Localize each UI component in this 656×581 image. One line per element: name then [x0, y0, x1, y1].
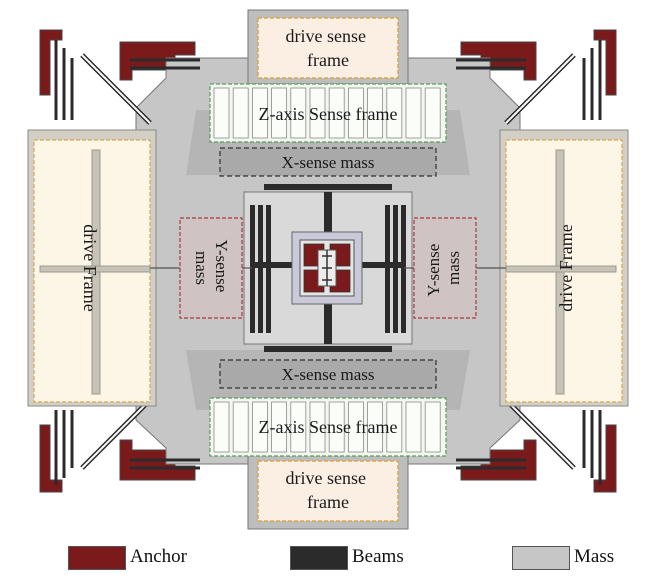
comb-finger: [347, 401, 364, 453]
drive-sense-frame-top: [257, 17, 399, 79]
legend-swatch-mass: [512, 546, 570, 570]
legend-label-mass: Mass: [574, 546, 615, 567]
comb-finger: [290, 87, 307, 139]
corner-beams: [54, 40, 602, 485]
legend-swatch-anchor: [68, 546, 126, 570]
comb-finger: [251, 87, 268, 139]
x-sense-mass-top: [219, 147, 437, 177]
y-sense-right-label: Y-sense mass: [424, 239, 463, 296]
comb-finger: [424, 401, 441, 453]
comb-finger: [251, 401, 268, 453]
y-sense-left-label: Y-sense mass: [192, 239, 231, 296]
drive-frame-left-label: drive Frame: [80, 224, 100, 311]
comb-finger: [424, 87, 441, 139]
comb-finger: [309, 87, 326, 139]
comb-finger: [405, 87, 422, 139]
legend-label-anchor: Anchor: [130, 546, 187, 567]
comb-finger: [328, 87, 345, 139]
y-sense-mass-right: [413, 217, 477, 319]
drive-sense-frame-bottom: [257, 460, 399, 522]
x-sense-top-label: X-sense mass: [281, 153, 374, 172]
comb-finger: [405, 401, 422, 453]
x-sense-mass-bottom: [219, 359, 437, 389]
comb-finger: [271, 87, 288, 139]
comb-finger: [367, 401, 384, 453]
z-sense-bottom-label: Z-axis Sense frame: [259, 417, 398, 437]
comb-finger: [347, 87, 364, 139]
comb-finger: [367, 87, 384, 139]
comb-finger: [309, 401, 326, 453]
comb-finger: [213, 87, 230, 139]
z-sense-fingers-top: [213, 87, 441, 139]
anchor-bottom-left: [39, 424, 63, 493]
comb-finger: [271, 401, 288, 453]
comb-finger: [386, 87, 403, 139]
drive-sense-frame-top-label: drive sense frame: [286, 26, 371, 70]
anchor-bottom-right: [593, 424, 617, 493]
z-sense-top-label: Z-axis Sense frame: [259, 104, 398, 124]
drive-frame-right-label: drive Frame: [556, 224, 576, 311]
legend-label-beams: Beams: [352, 546, 404, 567]
legend-swatch-beams: [290, 546, 348, 570]
comb-finger: [232, 401, 249, 453]
drive-sense-frame-bottom-label: drive sense frame: [286, 468, 371, 512]
anchor-top-right: [593, 29, 617, 96]
comb-finger: [290, 401, 307, 453]
z-sense-fingers-bottom: [213, 401, 441, 453]
comb-finger: [213, 401, 230, 453]
comb-finger: [232, 87, 249, 139]
comb-finger: [386, 401, 403, 453]
comb-finger: [328, 401, 345, 453]
anchor-top-left: [39, 29, 63, 96]
x-sense-bottom-label: X-sense mass: [281, 365, 374, 384]
